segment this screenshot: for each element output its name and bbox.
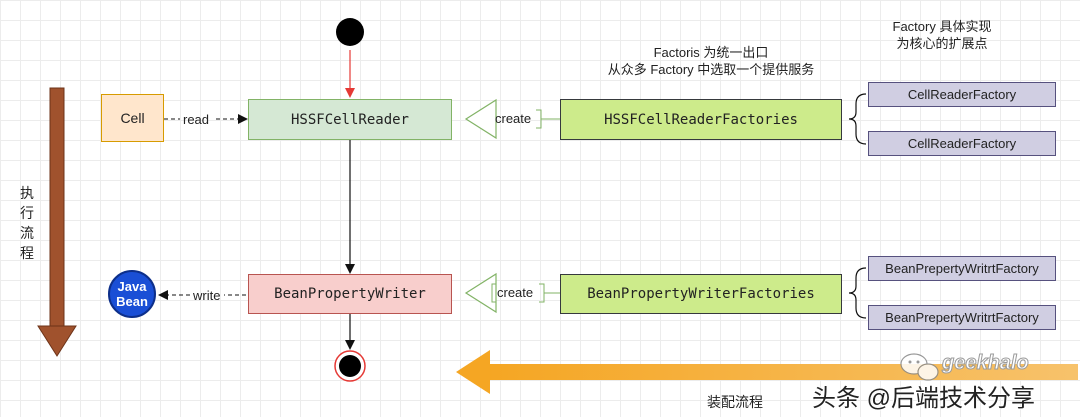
java-bean-label-line1: Java (117, 279, 147, 294)
create-top-arrowhead (464, 98, 497, 140)
bean-property-writer-factory-node-2[interactable]: BeanPrepertyWritrtFactory (868, 305, 1056, 330)
exec-flow-arrow (37, 87, 77, 357)
exec-flow-label: 执行流程 (20, 185, 34, 261)
impl-note-line2: 为核心的扩展点 (896, 36, 988, 51)
read-edge-label: read (183, 112, 210, 127)
end-node-core (339, 355, 361, 377)
create-bottom-bracket-left (491, 283, 496, 303)
create-bottom-bracket-right (539, 283, 545, 303)
impl-note-line1: Factory 具体实现 (892, 19, 992, 34)
start-node (336, 18, 364, 46)
hssf-cell-reader-node[interactable]: HSSFCellReader (248, 99, 452, 140)
bean-property-writer-factories-node[interactable]: BeanPropertyWriterFactories (560, 274, 842, 314)
create-top-label: create (495, 111, 532, 126)
factories-note-line2: 从众多 Factory 中选取一个提供服务 (607, 62, 815, 77)
create-bottom-label: create (497, 285, 534, 300)
bean-property-writer-node[interactable]: BeanPropertyWriter (248, 274, 452, 314)
create-bottom-arrowhead (464, 272, 497, 314)
hssf-cell-reader-factories-node[interactable]: HSSFCellReaderFactories (560, 99, 842, 140)
java-bean-label-line2: Bean (116, 294, 148, 309)
java-bean-node[interactable]: Java Bean (108, 270, 156, 318)
factories-note-line1: Factoris 为统一出口 (653, 45, 769, 60)
impl-brace-top (848, 93, 867, 145)
watermark-credit: 头条 @后端技术分享 (812, 385, 1036, 412)
bean-property-writer-factory-node-1[interactable]: BeanPrepertyWritrtFactory (868, 256, 1056, 281)
cell-reader-factory-node-2[interactable]: CellReaderFactory (868, 131, 1056, 156)
cell-reader-factory-node-1[interactable]: CellReaderFactory (868, 82, 1056, 107)
create-top-bracket (536, 109, 542, 129)
watermark-logo-icon (900, 353, 939, 381)
cell-node[interactable]: Cell (101, 94, 164, 142)
write-edge-label: write (193, 288, 221, 303)
assembly-flow-label: 装配流程 (707, 394, 763, 410)
watermark-brand: geekhalo (942, 352, 1030, 375)
impl-brace-bottom (848, 267, 867, 319)
